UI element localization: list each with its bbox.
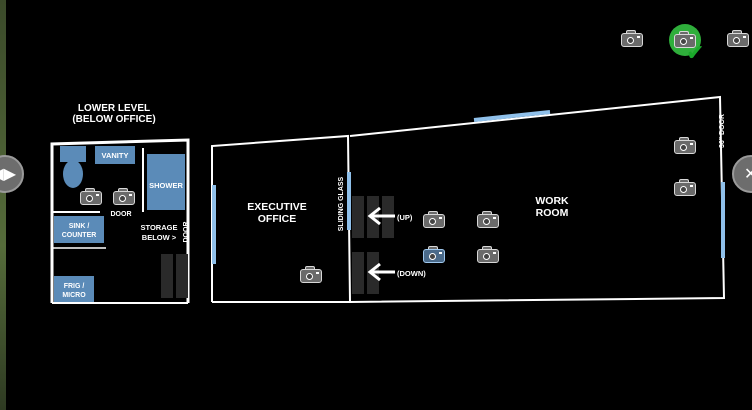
svg-text:SLIDING GLASS: SLIDING GLASS [338,176,345,231]
vanity-room [95,146,135,164]
svg-text:SHOWER: SHOWER [149,181,183,190]
camera-icon[interactable] [477,246,499,263]
svg-text:WORK: WORK [535,195,569,207]
svg-text:ROOM: ROOM [536,207,569,219]
svg-text:BELOW >: BELOW > [142,233,177,242]
stair-block-2 [176,254,188,298]
camera-icon[interactable] [674,137,696,154]
svg-text:DOOR: DOOR [111,211,132,218]
camera-icon[interactable] [423,246,445,263]
svg-text:(DOWN): (DOWN) [397,269,426,278]
camera-icon[interactable] [423,211,445,228]
svg-text:SINK /: SINK / [69,223,90,230]
svg-text:EXECUTIVE: EXECUTIVE [247,201,307,213]
shower-room [147,154,185,210]
prev-icon: ◀▶ [0,166,16,183]
left-edge-photo-strip [0,0,6,410]
toilet-tank [60,146,86,162]
svg-text:STORAGE: STORAGE [141,223,178,232]
camera-icon[interactable] [621,30,643,47]
check-icon: ✔ [686,40,705,65]
camera-active-marker[interactable]: ✔ [669,24,704,64]
lower-level-walls [50,138,190,303]
svg-text:VANITY: VANITY [102,151,129,160]
camera-icon[interactable] [113,188,135,205]
camera-icon[interactable] [300,266,322,283]
sink-counter-room [54,216,104,243]
lower-level-subtitle: (BELOW OFFICE) [72,114,155,125]
camera-icon[interactable] [80,188,102,205]
camera-icon [674,31,696,48]
svg-text:36" DOOR: 36" DOOR [719,114,726,148]
svg-text:MICRO: MICRO [62,292,86,299]
svg-text:FRIG /: FRIG / [64,283,85,290]
svg-text:DOOR: DOOR [183,222,190,243]
window-top [473,110,551,122]
camera-icon[interactable] [477,211,499,228]
toilet-bowl [63,160,83,188]
camera-icon[interactable] [727,30,749,47]
svg-text:COUNTER: COUNTER [62,232,97,239]
svg-text:OFFICE: OFFICE [258,213,297,225]
lower-level-title: LOWER LEVEL [78,103,150,114]
stairs-up-1 [352,196,364,238]
frig-micro-room [54,276,94,302]
stairs-down-1 [352,252,364,294]
svg-text:(UP): (UP) [397,213,413,222]
stair-block-1 [161,254,173,298]
camera-icon[interactable] [674,179,696,196]
close-icon: ✕ [744,166,752,183]
